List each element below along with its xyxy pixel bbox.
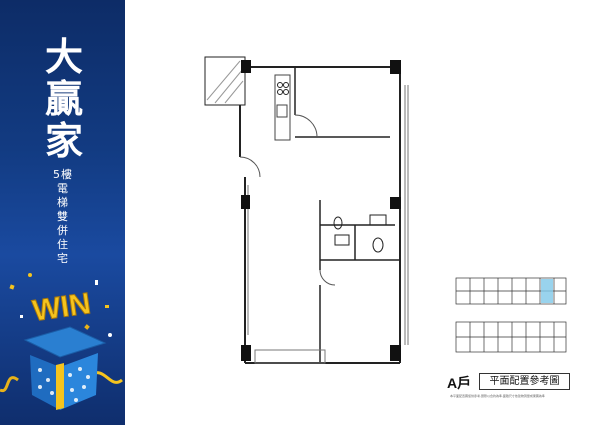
disclaimer-text: 本平面配置圖僅供參考,實際以合約為準,面積尺寸依建物測量成果圖為準 <box>450 394 545 398</box>
plan-title: 平面配置參考圖 <box>479 373 570 390</box>
floor-plan-drawing <box>204 56 409 364</box>
unit-label: A戶 <box>447 375 472 391</box>
highlighted-unit <box>541 279 553 303</box>
balcony-area <box>204 56 246 106</box>
gift-box-illustration: WIN <box>0 273 123 410</box>
win-text: WIN <box>30 287 92 328</box>
building-key-plan <box>455 277 567 353</box>
sidebar-banner: 大贏家 5樓電梯雙併住宅 WIN <box>0 0 125 425</box>
brand-tagline: 5樓電梯雙併住宅 <box>53 168 73 265</box>
brand-name: 大贏家 <box>44 34 83 163</box>
